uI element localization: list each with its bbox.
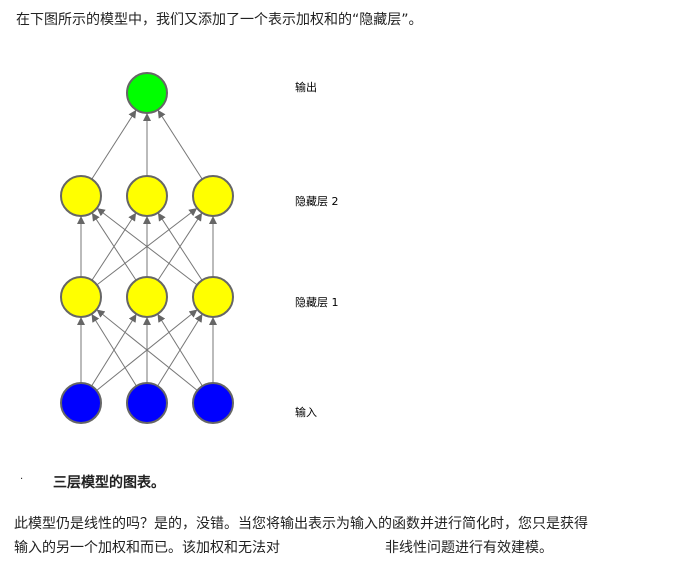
input-node (192, 382, 234, 424)
body-line-2a: 输入的另一个加权和而已。该加权和无法对 (14, 540, 280, 556)
hidden2-node (126, 175, 168, 217)
hidden2-node (192, 175, 234, 217)
output-node (126, 72, 168, 114)
connection-arrow (157, 313, 203, 387)
caption: 三层模型的图表。 (53, 475, 165, 491)
input-node (126, 382, 168, 424)
input-node (60, 382, 102, 424)
connection-arrow (96, 208, 198, 286)
hidden2-node (60, 175, 102, 217)
caption-bullet: · (20, 474, 24, 485)
connection-arrow (91, 109, 137, 180)
connection-arrow (157, 109, 203, 180)
label-input: 输入 (295, 406, 317, 419)
connection-arrow (157, 212, 203, 281)
body-line-1: 此模型仍是线性的吗？是的，没错。当您将输出表示为输入的函数并进行简化时，您只是获… (14, 516, 588, 532)
body-line-2b: 非线性问题进行有效建模。 (385, 540, 553, 556)
hidden1-node (192, 276, 234, 318)
hidden1-node (60, 276, 102, 318)
label-hidden-2: 隐藏层 2 (295, 195, 339, 208)
label-hidden-1: 隐藏层 1 (295, 296, 339, 309)
connection-arrow (91, 212, 137, 281)
label-output: 输出 (295, 81, 317, 94)
hidden1-node (126, 276, 168, 318)
connection-arrow (91, 313, 137, 387)
network-diagram (60, 72, 234, 424)
connection-arrow (96, 309, 198, 391)
intro-text: 在下图所示的模型中，我们又添加了一个表示加权和的“隐藏层”。 (16, 12, 423, 28)
